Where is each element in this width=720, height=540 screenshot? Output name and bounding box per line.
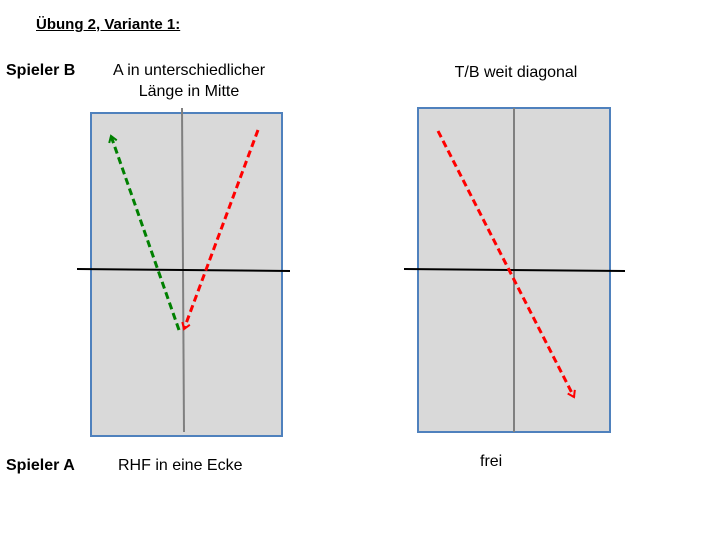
player-b-label: Spieler B xyxy=(6,62,76,79)
left-table xyxy=(90,112,283,437)
left-table-diagram xyxy=(76,107,291,437)
right-red-arrow xyxy=(436,130,576,399)
left-net-line xyxy=(76,268,291,272)
right-net-line xyxy=(403,268,626,272)
right-table-diagram xyxy=(403,107,626,433)
left-top-label-line2: Länge in Mitte xyxy=(138,83,240,100)
right-bottom-label: frei xyxy=(480,453,503,470)
exercise-title: Übung 2, Variante 1: xyxy=(36,16,181,33)
left-green-arrow xyxy=(108,134,181,331)
left-bottom-label: RHF in eine Ecke xyxy=(118,457,243,474)
player-a-label: Spieler A xyxy=(6,457,75,474)
left-top-label-line1: A in unterschiedlicher xyxy=(112,62,266,79)
right-top-label: T/B weit diagonal xyxy=(454,64,578,81)
left-red-arrow xyxy=(181,129,260,331)
